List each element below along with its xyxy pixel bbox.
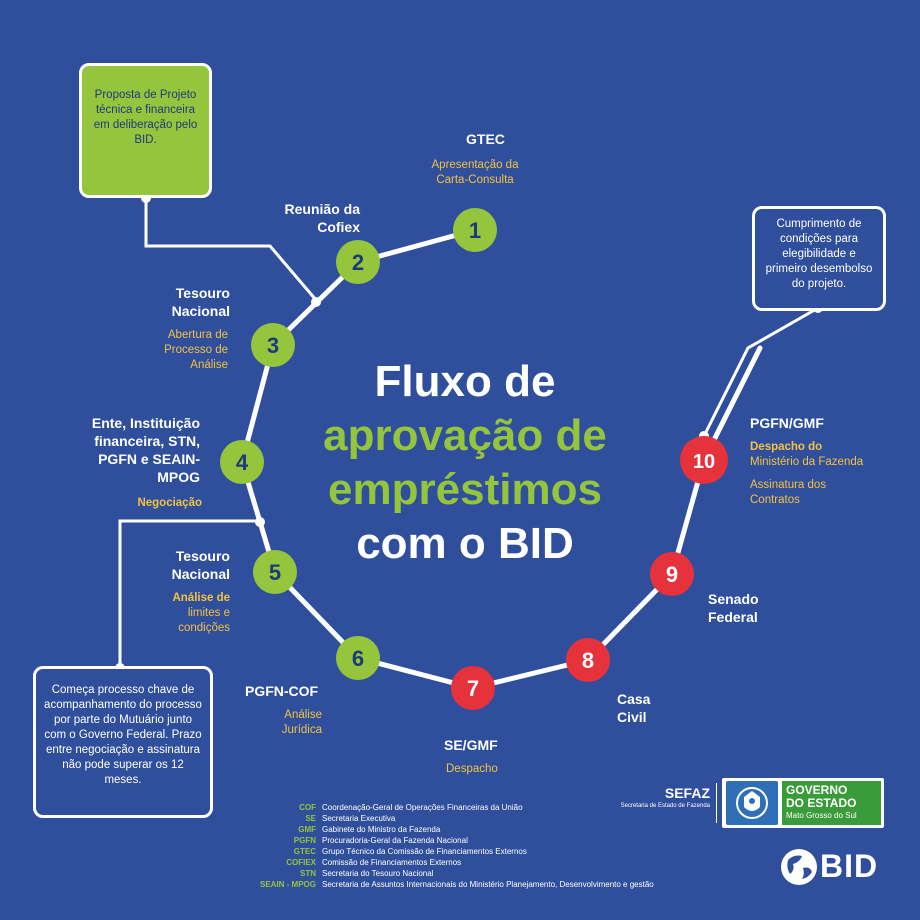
bid-globe-icon <box>781 849 817 885</box>
step-6-org: PGFN-COF <box>245 683 319 699</box>
legend-definition: Secretaria do Tesouro Nacional <box>322 869 434 878</box>
step-6-desc: Análise Jurídica <box>281 709 322 736</box>
connector-compliance <box>702 306 819 437</box>
step-9-number: 9 <box>666 562 678 587</box>
title-line-1: Fluxo de <box>374 357 556 406</box>
logo-divider <box>716 783 717 823</box>
step-3-org: Tesouro Nacional <box>171 285 230 319</box>
step-7-org: SE/GMF <box>444 737 498 753</box>
step-4-desc: Negociação <box>137 497 202 509</box>
sefaz-logo-subtitle: Secretaria de Estado de Fazenda <box>620 803 710 809</box>
step-10-org: PGFN/GMF <box>750 415 824 431</box>
gov-logo-state: Mato Grosso do Sul <box>786 811 857 820</box>
step-1-desc: Apresentação da Carta-Consulta <box>431 159 519 186</box>
legend-row: COF Coordenação-Geral de Operações Financ… <box>240 802 654 813</box>
step-4-node <box>220 440 264 484</box>
step-7-number: 7 <box>467 676 479 701</box>
legend-definition: Comissão de Financiamentos Externos <box>322 858 462 867</box>
step-10-node <box>680 436 728 484</box>
legend-row: SEAIN - MPOG Secretaria de Assuntos Inter… <box>240 879 654 890</box>
sefaz-logo-text: SEFAZ <box>664 785 710 801</box>
step-2-number: 2 <box>352 250 364 275</box>
step-9-org: Senado Federal <box>708 591 759 625</box>
legend-definition: Gabinete do Ministro da Fazenda <box>322 825 441 834</box>
legend-row: COFIEX Comissão de Financiamentos Externo… <box>240 857 654 868</box>
legend-abbr: COFIEX <box>286 858 316 867</box>
legend-row: GTEC Grupo Técnico da Comissão de Financi… <box>240 846 654 857</box>
step-6-number: 6 <box>352 646 364 671</box>
step-4-number: 4 <box>236 450 249 475</box>
legend-abbr: SE <box>305 814 316 823</box>
legend-definition: Coordenação-Geral de Operações Financeir… <box>322 803 523 812</box>
legend-row: STN Secretaria do Tesouro Nacional <box>240 868 654 879</box>
step-8-number: 8 <box>582 648 594 673</box>
title-line-4: com o BID <box>356 519 574 568</box>
step-7-desc: Despacho <box>446 763 498 775</box>
legend-row: SE Secretaria Executiva <box>240 813 654 824</box>
step-3-desc: Abertura de Processo de Análise <box>164 329 228 371</box>
step-5-org: Tesouro Nacional <box>171 548 230 582</box>
legend-abbr: PGFN <box>293 836 316 845</box>
step-5-node <box>253 550 297 594</box>
step-2-org: Reunião da Cofiex <box>284 201 360 235</box>
step-6-node <box>336 636 380 680</box>
step-3-number: 3 <box>267 333 279 358</box>
step-2-node <box>336 240 380 284</box>
step-7-node <box>451 666 495 710</box>
legend-row: GMF Gabinete do Ministro da Fazenda <box>240 824 654 835</box>
title-line-2: aprovação de <box>323 411 607 460</box>
main-title: Fluxo de aprovação de empréstimos com o … <box>290 355 640 571</box>
callout-compliance: Cumprimento de condições para elegibilid… <box>752 206 886 311</box>
step-4-org: Ente, Instituição financeira, STN, PGFN … <box>91 415 200 485</box>
legend-definition: Secretaria de Assuntos Internacionais do… <box>322 880 654 889</box>
step-5-number: 5 <box>269 560 281 585</box>
junction-dot <box>255 517 265 527</box>
legend-abbr: STN <box>300 869 316 878</box>
legend-abbr: COF <box>299 803 316 812</box>
connector-monitoring <box>118 519 260 668</box>
step-1-node <box>453 208 497 252</box>
abbreviation-legend: COF Coordenação-Geral de Operações Financ… <box>240 802 654 890</box>
legend-row: PGFN Procuradoria-Geral da Fazenda Nacion… <box>240 835 654 846</box>
bid-logo-text: BID <box>820 848 879 884</box>
step-8-org: Casa Civil <box>617 691 651 725</box>
step-1-number: 1 <box>469 218 481 243</box>
junction-dot <box>311 297 321 307</box>
title-line-3: empréstimos <box>328 465 602 514</box>
callout-monitoring: Começa processo chave de acompanhamento … <box>33 666 213 818</box>
connector-proposal <box>144 198 318 301</box>
step-10-number: 10 <box>693 451 715 473</box>
legend-definition: Secretaria Executiva <box>322 814 396 823</box>
gov-logo-panel <box>782 781 881 825</box>
legend-abbr: GMF <box>298 825 316 834</box>
legend-definition: Grupo Técnico da Comissão de Financiamen… <box>322 847 527 856</box>
step-10-desc2: Assinatura dos Contratos <box>750 479 827 506</box>
callout-proposal: Proposta de Projeto técnica e financeira… <box>79 63 212 198</box>
step-8-node <box>566 638 610 682</box>
legend-abbr: SEAIN - MPOG <box>259 880 316 889</box>
step-9-node <box>650 552 694 596</box>
legend-definition: Procuradoria-Geral da Fazenda Nacional <box>322 836 468 845</box>
step-1-org: GTEC <box>466 131 505 147</box>
state-seal-icon <box>726 781 778 825</box>
legend-abbr: GTEC <box>293 847 316 856</box>
step-3-node <box>251 323 295 367</box>
